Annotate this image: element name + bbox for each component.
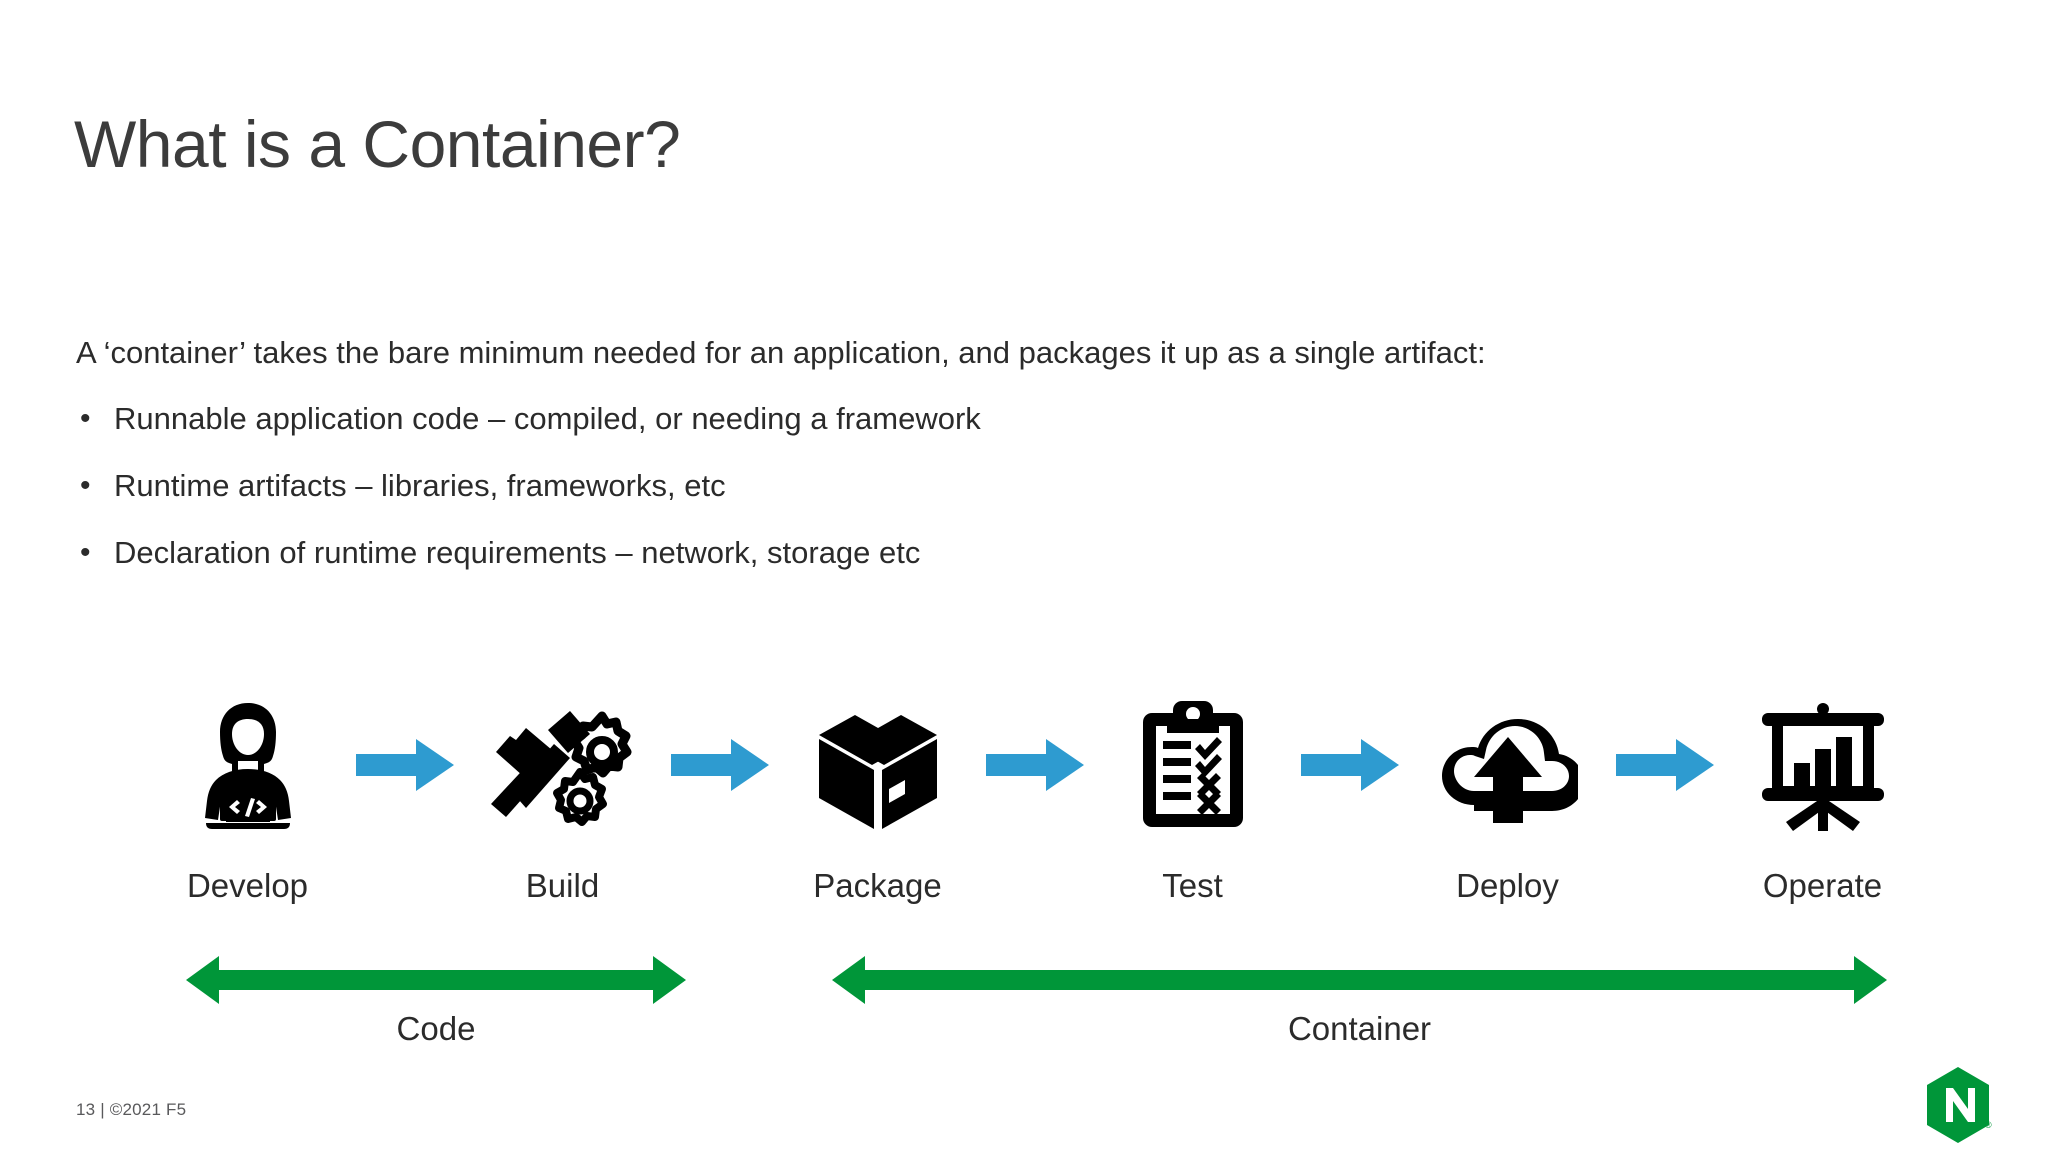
stage-label-develop: Develop — [186, 866, 309, 904]
bullet-list: • Runnable application code – compiled, … — [76, 399, 1906, 574]
clipboard-checklist-icon — [1139, 699, 1247, 831]
span-code: Code — [186, 955, 686, 1075]
flow-arrow-4 — [1290, 737, 1410, 793]
page-title: What is a Container? — [74, 107, 681, 181]
bullet-point-icon: • — [80, 469, 91, 503]
nginx-hexagon-logo: ® — [1922, 1066, 1994, 1144]
right-arrow-icon — [356, 737, 454, 793]
list-item-label: Declaration of runtime requirements – ne… — [114, 535, 921, 571]
list-item: • Runtime artifacts – libraries, framewo… — [76, 466, 1906, 506]
footer-note: 13 | ©2021 F5 — [76, 1100, 187, 1119]
cardboard-box-icon — [815, 699, 941, 831]
pipeline-stage-test — [1115, 693, 1270, 838]
right-arrow-icon — [1301, 737, 1399, 793]
stage-label-build: Build — [525, 866, 600, 904]
svg-text:®: ® — [1985, 1120, 1992, 1130]
flow-arrow-5 — [1605, 737, 1725, 793]
hammer-wrench-gears-icon — [488, 700, 638, 830]
pipeline-stage-develop — [170, 693, 325, 838]
pipeline-stage-package — [800, 693, 955, 838]
pipeline-stage-build — [485, 693, 640, 838]
stage-label-test: Test — [1162, 866, 1223, 904]
body-copy: A ‘container’ takes the bare minimum nee… — [76, 334, 1906, 601]
span-container-label: Container — [1287, 1010, 1432, 1047]
span-container: Container — [832, 955, 1887, 1075]
stage-label-package: Package — [813, 866, 942, 904]
presentation-chart-icon — [1758, 699, 1888, 831]
pipeline-stage-labels: Develop Build Package Test Deploy Operat… — [170, 862, 1900, 908]
intro-paragraph: A ‘container’ takes the bare minimum nee… — [76, 335, 1486, 370]
flow-arrow-3 — [975, 737, 1095, 793]
double-headed-arrow-icon — [832, 956, 1887, 1004]
flow-arrow-2 — [660, 737, 780, 793]
right-arrow-icon — [986, 737, 1084, 793]
right-arrow-icon — [1616, 737, 1714, 793]
list-item: • Runnable application code – compiled, … — [76, 399, 1906, 439]
developer-laptop-icon — [188, 699, 308, 831]
list-item-label: Runnable application code – compiled, or… — [114, 400, 981, 436]
stage-label-deploy: Deploy — [1456, 866, 1559, 904]
bullet-point-icon: • — [80, 536, 91, 570]
right-arrow-icon — [671, 737, 769, 793]
stage-label-operate: Operate — [1762, 866, 1883, 904]
list-item-label: Runtime artifacts – libraries, framework… — [114, 468, 726, 504]
pipeline-diagram — [170, 675, 1900, 855]
pipeline-stage-deploy — [1430, 693, 1585, 838]
double-headed-arrow-icon — [186, 956, 686, 1004]
pipeline-stage-operate — [1745, 693, 1900, 838]
list-item: • Declaration of runtime requirements – … — [76, 533, 1906, 573]
cloud-upload-icon — [1438, 705, 1578, 825]
bullet-point-icon: • — [80, 401, 91, 435]
span-code-label: Code — [396, 1010, 476, 1047]
flow-arrow-1 — [345, 737, 465, 793]
